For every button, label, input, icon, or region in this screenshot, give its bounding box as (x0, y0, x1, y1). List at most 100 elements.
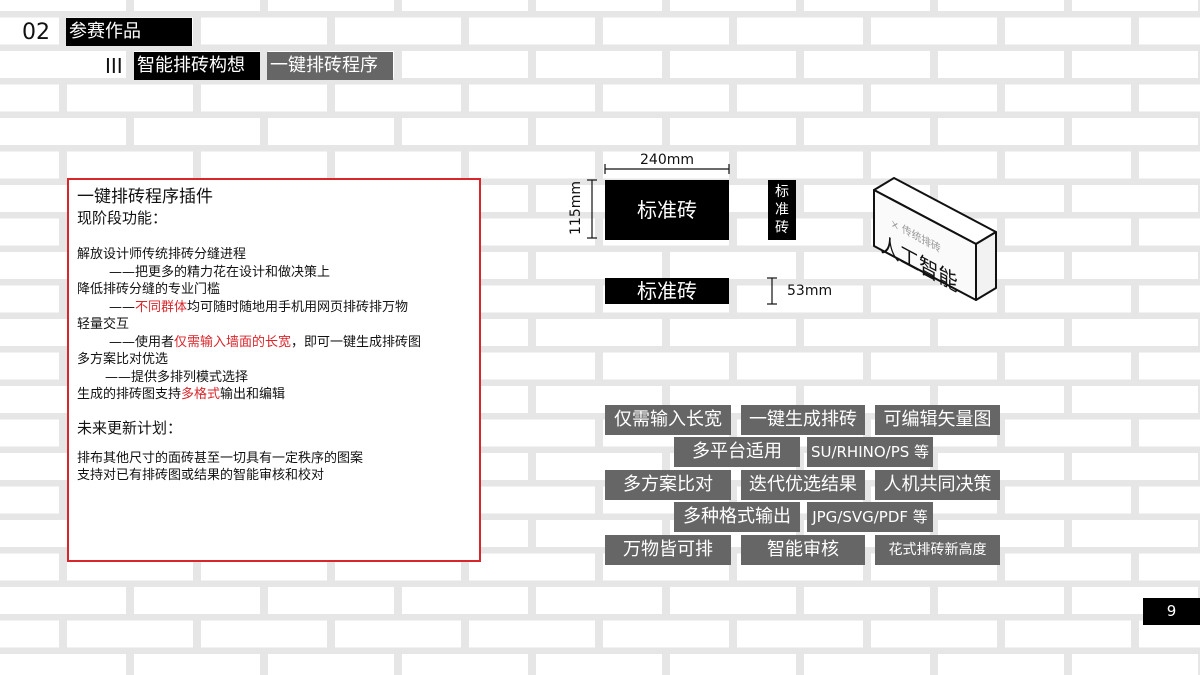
wall-brick (67, 151, 193, 179)
tag-iterate-optimize: 迭代优选结果 (741, 470, 865, 500)
wall-brick (737, 285, 863, 313)
wall-brick (871, 151, 997, 179)
wall-brick (0, 84, 59, 112)
wall-brick (1072, 386, 1198, 413)
wall-brick (268, 654, 394, 675)
wall-brick (938, 51, 1064, 78)
wall-brick (938, 587, 1064, 614)
wall-brick (0, 553, 59, 581)
wall-brick (737, 151, 863, 179)
wall-brick (469, 352, 595, 380)
feature-line: ——提供多排列模式选择 (105, 369, 249, 385)
wall-brick (871, 84, 997, 112)
wall-brick (536, 252, 662, 279)
roman-marker: III (105, 54, 123, 78)
wall-brick (603, 84, 729, 112)
tag-platform-list: SU/RHINO/PS 等 (807, 437, 933, 467)
wall-brick (1072, 0, 1198, 11)
wall-brick (469, 84, 595, 112)
wall-brick (335, 84, 461, 112)
wall-brick (0, 419, 59, 447)
wall-brick (804, 118, 930, 145)
feature-line: 生成的排砖图支持多格式输出和编辑 (77, 387, 286, 402)
brick-front-face: 标准砖 (605, 180, 729, 240)
tag-multi-platform: 多平台适用 (674, 437, 800, 467)
wall-brick (536, 51, 662, 78)
wall-brick (402, 0, 528, 11)
section-title: 参赛作品 (66, 18, 192, 46)
wall-brick (201, 17, 327, 45)
tag-format-list: JPG/SVG/PDF 等 (807, 502, 933, 532)
wall-brick (469, 17, 595, 45)
page-number: 9 (1143, 598, 1200, 625)
wall-brick (737, 620, 863, 648)
tag-fancy-tiling: 花式排砖新高度 (875, 535, 1000, 565)
tag-input-size: 仅需输入长宽 (605, 405, 731, 435)
wall-brick (804, 319, 930, 346)
wall-brick (1072, 51, 1198, 78)
wall-brick (402, 654, 528, 675)
wall-brick (0, 17, 59, 45)
wall-brick (1005, 84, 1131, 112)
wall-brick (0, 285, 59, 313)
wall-brick (1139, 17, 1200, 45)
wall-brick (1005, 352, 1131, 380)
wall-brick (1005, 285, 1131, 313)
wall-brick (0, 0, 126, 11)
wall-brick (0, 352, 59, 380)
future-plans-heading: 未来更新计划： (77, 418, 183, 437)
wall-brick (737, 352, 863, 380)
width-dim-label: 240mm (640, 152, 694, 168)
tag-multi-scheme: 多方案比对 (605, 470, 731, 500)
wall-brick (804, 587, 930, 614)
wall-brick (670, 0, 796, 11)
wall-brick (603, 352, 729, 380)
wall-brick (804, 0, 930, 11)
ai-box-icon: × 传统排砖 人工智能 (873, 177, 997, 301)
wall-brick (469, 419, 595, 447)
tag-multi-format: 多种格式输出 (674, 502, 800, 532)
future-line: 支持对已有排砖图或结果的智能审核和校对 (77, 468, 325, 483)
wall-brick (1072, 453, 1198, 480)
feature-line: 轻量交互 (77, 317, 130, 332)
feature-line: 多方案比对优选 (77, 352, 169, 367)
wall-brick (938, 319, 1064, 346)
wall-brick (536, 654, 662, 675)
wall-brick (0, 486, 59, 514)
future-line: 排布其他尺寸的面砖甚至一切具有一定秩序的图案 (77, 450, 364, 466)
feature-line: 解放设计师传统排砖分缝进程 (77, 247, 247, 262)
wall-brick (737, 218, 863, 246)
brick-side-label: 标准砖 (775, 184, 789, 236)
tab-one-click-program[interactable]: 一键排砖程序 (267, 52, 393, 80)
feature-line: ——不同群体均可随时随地用手机用网页排砖排万物 (109, 299, 409, 315)
wall-brick (469, 218, 595, 246)
wall-brick (402, 118, 528, 145)
wall-brick (0, 654, 126, 675)
wall-brick (603, 151, 729, 179)
wall-brick (670, 51, 796, 78)
section-number: 02 (22, 20, 50, 45)
wall-brick (335, 620, 461, 648)
brick-top-face: 标准砖 (605, 278, 729, 304)
wall-brick (1139, 218, 1200, 246)
dimension-lines-icon (587, 164, 730, 239)
wall-brick (737, 17, 863, 45)
plugin-description-panel: 一键排砖程序插件 现阶段功能： 解放设计师传统排砖分缝进程 ——把更多的精力花在… (67, 178, 481, 562)
wall-brick (1072, 654, 1198, 675)
thickness-dim-label: 53mm (787, 283, 833, 299)
wall-brick (1139, 151, 1200, 179)
wall-brick (0, 51, 126, 78)
brick-side-face: 标准砖 (768, 180, 796, 240)
wall-brick (938, 0, 1064, 11)
tag-editable-vector: 可编辑矢量图 (875, 405, 1000, 435)
wall-brick (1139, 553, 1200, 581)
tab-smart-tiling-concept[interactable]: 智能排砖构想 (134, 52, 260, 80)
wall-brick (268, 587, 394, 614)
wall-brick (67, 620, 193, 648)
wall-brick (670, 587, 796, 614)
wall-brick (201, 84, 327, 112)
wall-brick (0, 218, 59, 246)
wall-brick (469, 285, 595, 313)
highlight-text: 不同群体 (135, 299, 188, 315)
wall-brick (938, 185, 1064, 212)
